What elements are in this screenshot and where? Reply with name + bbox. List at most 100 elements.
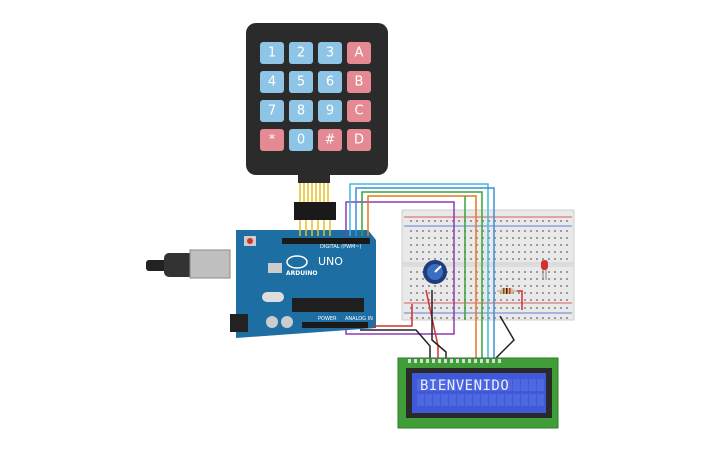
breadboard-hole — [434, 299, 436, 301]
lcd-16x2-display[interactable]: BIENVENIDO — [397, 357, 559, 429]
breadboard-hole — [566, 271, 568, 273]
breadboard-hole — [554, 307, 556, 309]
keypad-key-4[interactable] — [260, 71, 284, 93]
breadboard-hole — [440, 292, 442, 294]
breadboard-hole — [422, 251, 424, 253]
breadboard-hole — [524, 244, 526, 246]
breadboard-hole — [428, 307, 430, 309]
breadboard-hole — [536, 317, 538, 319]
breadboard-hole — [470, 307, 472, 309]
breadboard-hole — [410, 278, 412, 280]
breadboard-hole — [542, 230, 544, 232]
breadboard-hole — [536, 220, 538, 222]
breadboard-hole — [560, 285, 562, 287]
lcd-pin — [462, 359, 465, 363]
breadboard-hole — [428, 237, 430, 239]
keypad-key-6[interactable] — [318, 71, 342, 93]
breadboard-hole — [428, 230, 430, 232]
keypad-key-hash[interactable] — [318, 129, 342, 151]
breadboard-hole — [428, 285, 430, 287]
breadboard-hole — [440, 299, 442, 301]
keypad-key-0[interactable] — [289, 129, 313, 151]
lcd-cell — [489, 379, 496, 391]
breadboard-hole — [410, 299, 412, 301]
lcd-pin — [420, 359, 423, 363]
breadboard-hole — [506, 299, 508, 301]
breadboard-hole — [416, 307, 418, 309]
keypad-key-D[interactable] — [347, 129, 371, 151]
breadboard-hole — [536, 299, 538, 301]
breadboard-hole — [500, 307, 502, 309]
lcd-cell — [433, 379, 440, 391]
breadboard-hole — [530, 278, 532, 280]
keypad-key-7[interactable] — [260, 100, 284, 122]
breadboard-hole — [440, 220, 442, 222]
keypad-key-C[interactable] — [347, 100, 371, 122]
lcd-cell — [513, 379, 520, 391]
arduino-brand-text: ARDUINO — [286, 270, 317, 277]
keypad-key-3[interactable] — [318, 42, 342, 64]
lcd-pin — [498, 359, 501, 363]
breadboard-hole — [530, 244, 532, 246]
breadboard-hole — [476, 317, 478, 319]
breadboard-hole — [536, 292, 538, 294]
breadboard-hole — [506, 220, 508, 222]
breadboard-hole — [434, 317, 436, 319]
breadboard-hole — [554, 299, 556, 301]
breadboard-hole — [470, 237, 472, 239]
keypad-key-star[interactable] — [260, 129, 284, 151]
breadboard-hole — [488, 317, 490, 319]
lcd-pin — [492, 359, 495, 363]
breadboard-hole — [458, 220, 460, 222]
breadboard-hole — [410, 251, 412, 253]
breadboard-hole — [548, 299, 550, 301]
breadboard-hole — [416, 317, 418, 319]
analog-in-label: ANALOG IN — [345, 316, 373, 322]
breadboard-hole — [422, 285, 424, 287]
keypad-key-2[interactable] — [289, 42, 313, 64]
arduino-model-text: UNO — [318, 255, 343, 268]
breadboard-hole — [458, 237, 460, 239]
keypad-key-9[interactable] — [318, 100, 342, 122]
breadboard-hole — [554, 237, 556, 239]
breadboard-hole — [440, 317, 442, 319]
breadboard-hole — [518, 271, 520, 273]
keypad-key-1[interactable] — [260, 42, 284, 64]
arduino-uno-board[interactable]: ARDUINO UNO DIGITAL (PWM~) POWER ANALOG … — [146, 230, 376, 338]
potentiometer[interactable] — [423, 260, 447, 284]
breadboard-hole — [560, 237, 562, 239]
breadboard-hole — [422, 230, 424, 232]
breadboard-hole — [560, 278, 562, 280]
keypad-key-A[interactable] — [347, 42, 371, 64]
breadboard-hole — [416, 258, 418, 260]
breadboard-hole — [410, 244, 412, 246]
breadboard-hole — [470, 285, 472, 287]
breadboard-hole — [416, 299, 418, 301]
lcd-cell — [529, 379, 536, 391]
breadboard-hole — [500, 230, 502, 232]
breadboard-hole — [494, 258, 496, 260]
breadboard-hole — [482, 237, 484, 239]
breadboard-hole — [566, 299, 568, 301]
keypad-key-8[interactable] — [289, 100, 313, 122]
breadboard-hole — [476, 278, 478, 280]
keypad-header-connector — [294, 202, 336, 220]
breadboard-hole — [458, 317, 460, 319]
breadboard-hole — [434, 230, 436, 232]
resistor[interactable] — [497, 288, 517, 294]
keypad-key-5[interactable] — [289, 71, 313, 93]
breadboard-hole — [536, 244, 538, 246]
breadboard-hole — [470, 278, 472, 280]
breadboard-hole — [548, 230, 550, 232]
lcd-text-line1: BIENVENIDO — [420, 378, 509, 394]
breadboard-hole — [452, 251, 454, 253]
lcd-cell — [441, 379, 448, 391]
breadboard-hole — [560, 299, 562, 301]
keypad-key-B[interactable] — [347, 71, 371, 93]
breadboard-hole — [482, 292, 484, 294]
red-led[interactable] — [541, 260, 548, 280]
breadboard-hole — [512, 292, 514, 294]
